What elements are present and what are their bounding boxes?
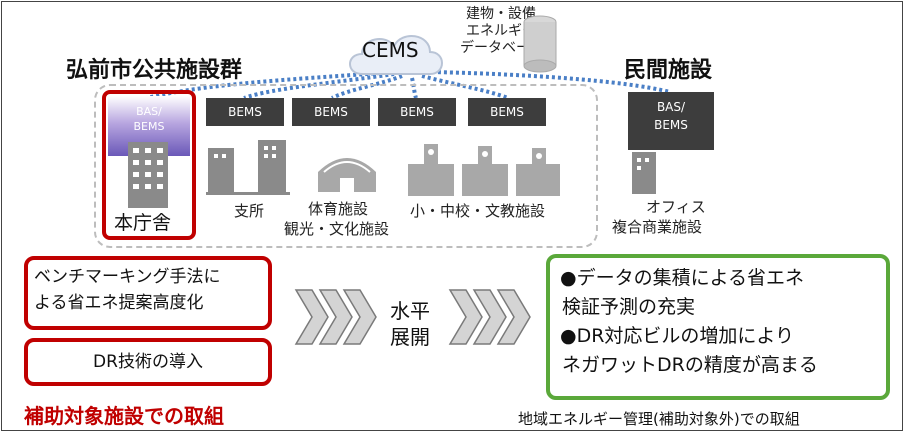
bas-main-line-2: BEMS (133, 120, 165, 133)
bas-bems-private: BAS/ BEMS (628, 92, 714, 150)
bems-box-3: BEMS (378, 98, 456, 126)
database-line-2: エネルギー (466, 23, 536, 39)
honchosha-label: 本庁舎 (114, 212, 172, 234)
effect-1-line-2: 検証予測の充実 (562, 296, 696, 318)
subsidized-footer: 補助対象施設での取組 (24, 404, 224, 428)
commercial-label: 複合商業施設 (612, 218, 703, 236)
bas-private-line-2: BEMS (654, 118, 688, 132)
gym-label: 体育施設 (308, 200, 369, 218)
public-facilities-frame (94, 84, 598, 248)
chevron-arrows-right-icon (448, 289, 531, 345)
effect-2-line-2: ネガワットDRの精度が高まる (562, 354, 818, 376)
bas-private-line-1: BAS/ (656, 100, 686, 114)
honchosha-building-icon (128, 142, 168, 208)
public-group-title: 弘前市公共施設群 (66, 58, 243, 83)
effects-box: ●データの集積による省エネ 検証予測の充実 ●DR対応ビルの増加により ネガワッ… (546, 254, 890, 400)
branch-office-building-icon (206, 140, 290, 195)
dr-label: DR技術の導入 (93, 352, 203, 372)
gym-building-icon (318, 158, 376, 192)
database-icon (523, 15, 557, 73)
office-label: オフィス (646, 198, 706, 216)
bems-box-4: BEMS (468, 98, 546, 126)
cems-label: CEMS (362, 38, 419, 62)
database-line-3: データベース (460, 40, 544, 56)
effect-1-line-1: ●データの集積による省エネ (560, 267, 805, 289)
branch-office-label: 支所 (234, 202, 265, 220)
regional-footer: 地域エネルギー管理(補助対象外)での取組 (518, 410, 800, 428)
chevron-arrows-left-icon (294, 289, 377, 345)
school-label: 小・中校・文教施設 (410, 202, 546, 220)
bems-box-1: BEMS (206, 98, 284, 126)
bas-main-line-1: BAS/ (136, 105, 162, 118)
benchmark-line-1: ベンチマーキング手法に (34, 267, 221, 287)
center-line-2: 展開 (390, 325, 430, 349)
cloud-icon (349, 34, 443, 75)
database-line-1: 建物・設備 (466, 6, 536, 22)
culture-label: 観光・文化施設 (284, 220, 390, 238)
school-building-icon (408, 144, 560, 196)
center-line-1: 水平 (390, 299, 430, 323)
office-building-icon (632, 152, 656, 194)
bems-box-2: BEMS (292, 98, 370, 126)
horizontal-deployment-label: 水平 展開 (390, 298, 430, 350)
benchmark-line-2: よる省エネ提案高度化 (34, 293, 204, 313)
benchmark-box: ベンチマーキング手法に よる省エネ提案高度化 (24, 256, 272, 330)
private-group-title: 民間施設 (624, 58, 713, 83)
effect-2-line-1: ●DR対応ビルの増加により (560, 325, 795, 347)
honchosha-frame (102, 90, 196, 240)
database-label: 建物・設備 エネルギー データベース (460, 6, 543, 57)
dr-box: DR技術の導入 (24, 338, 272, 386)
